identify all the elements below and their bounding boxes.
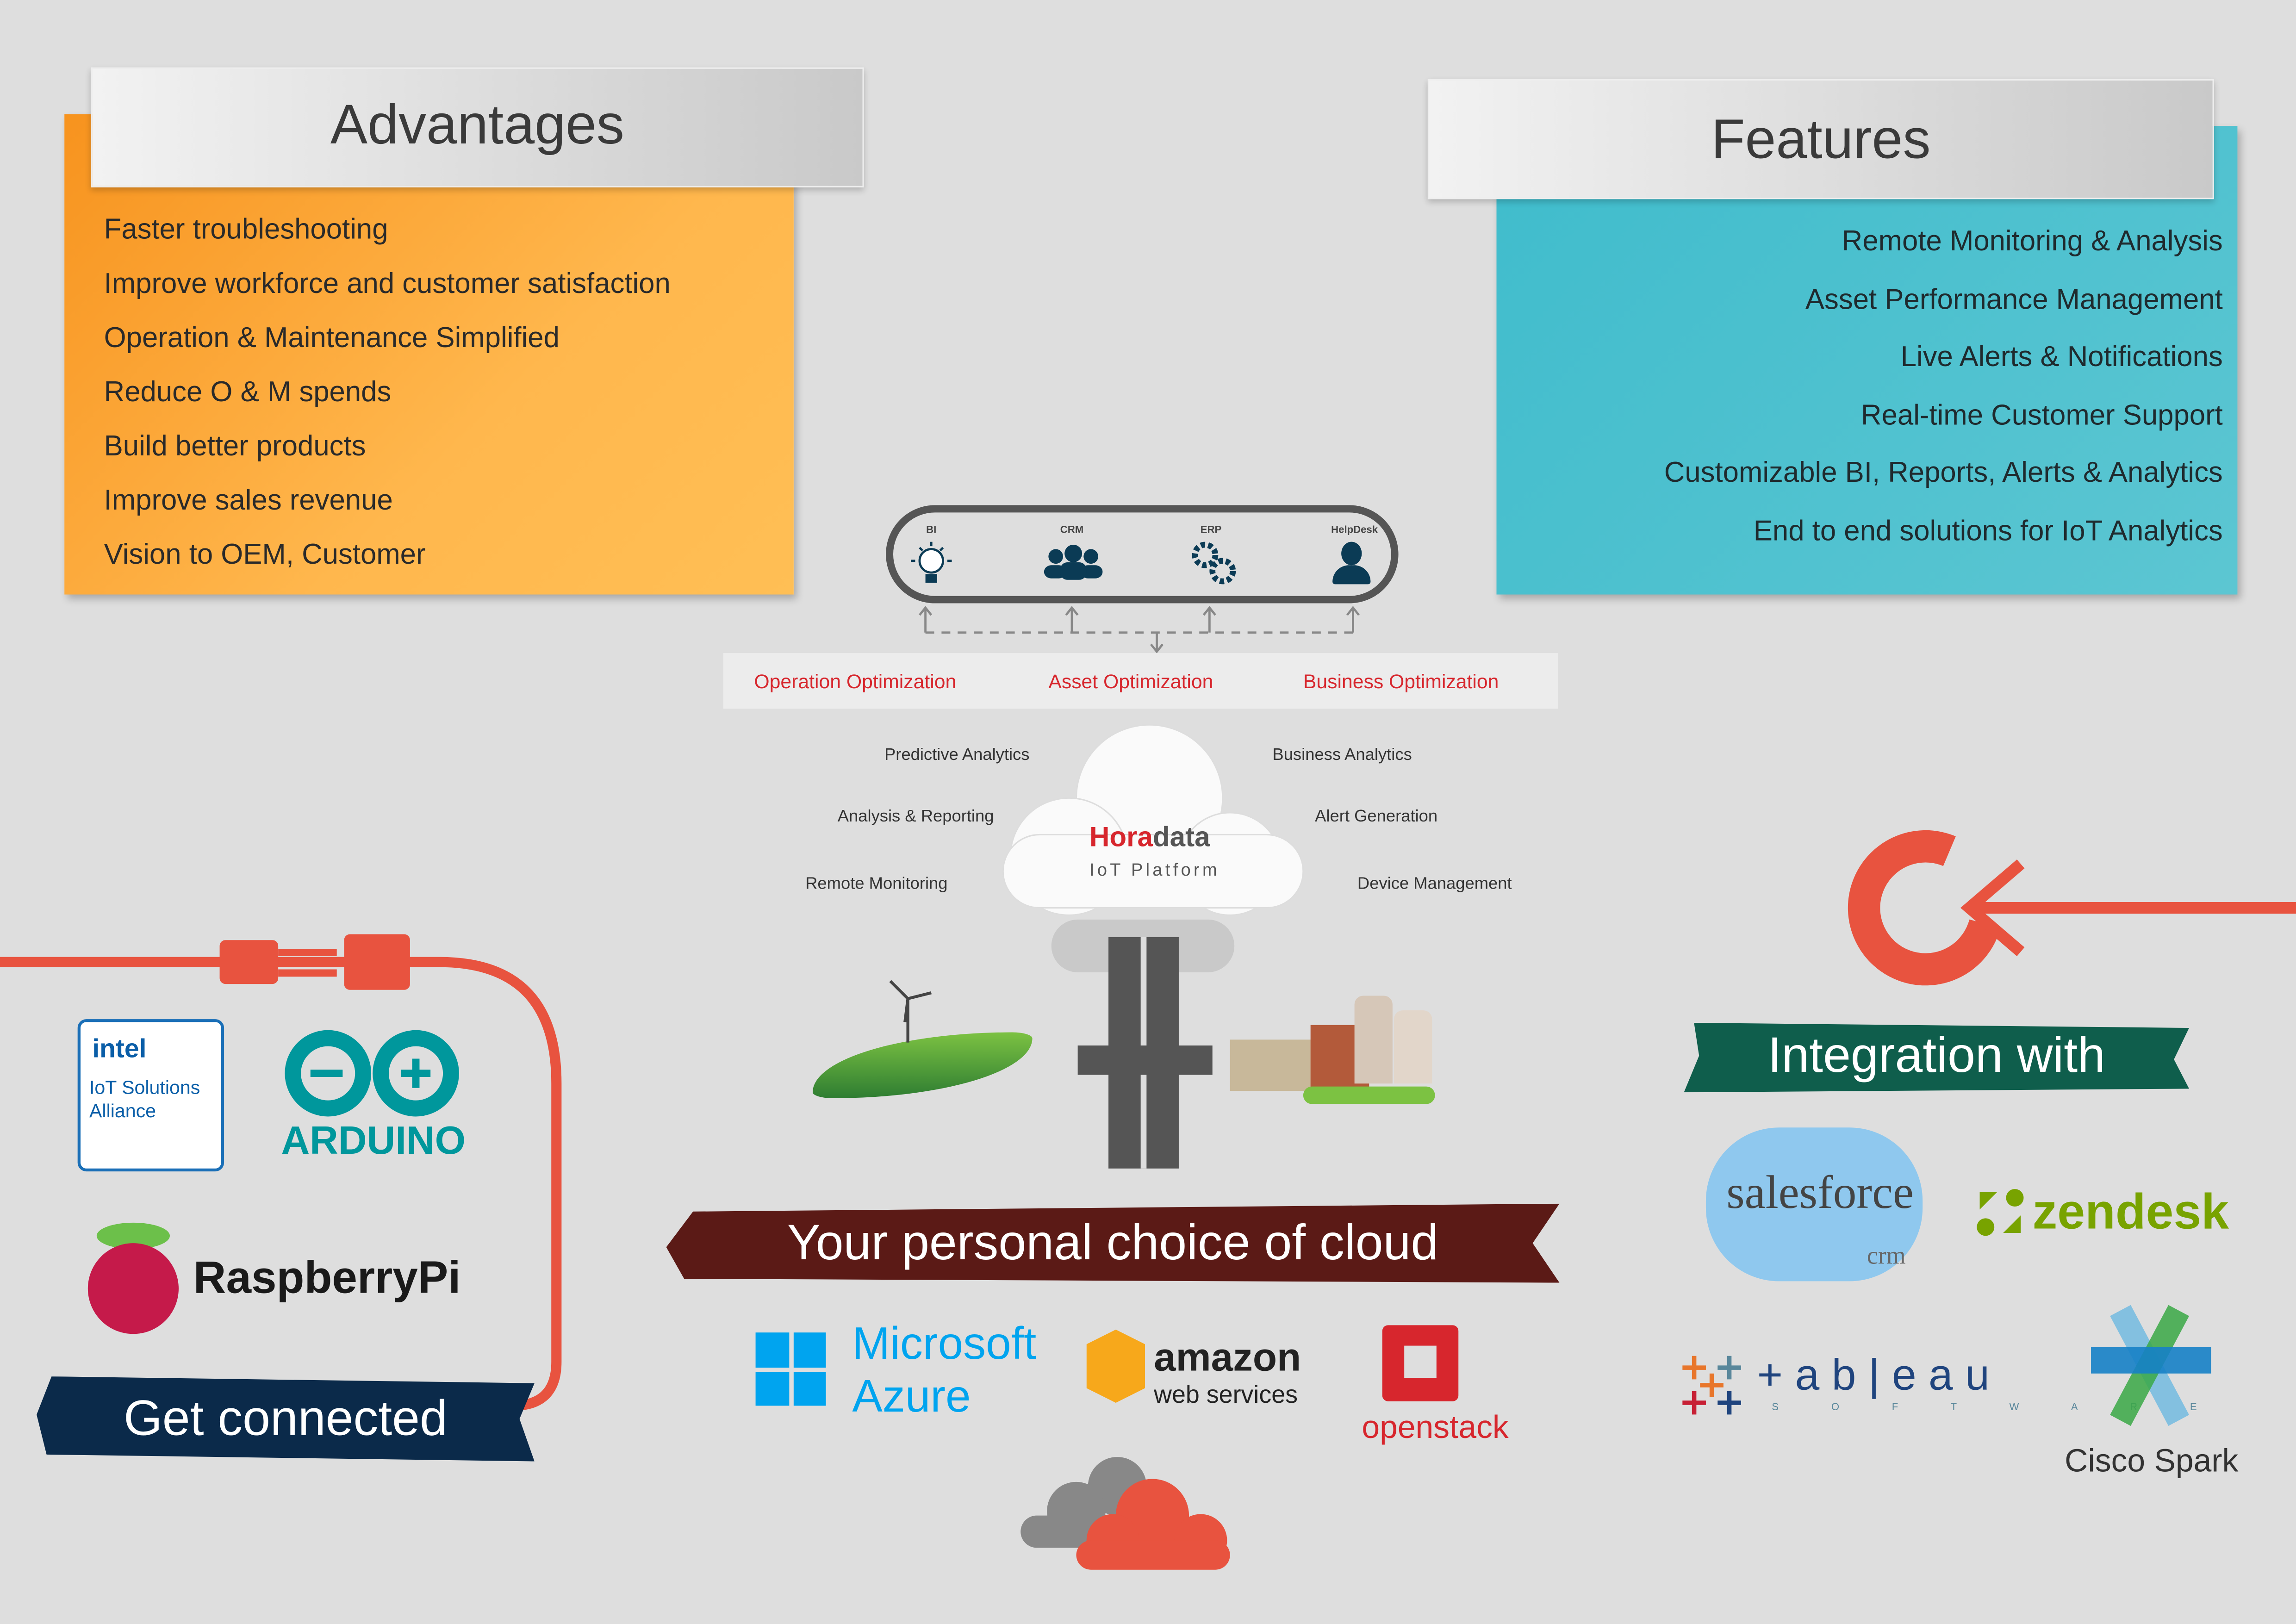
advantage-item: Vision to OEM, Customer (104, 539, 426, 571)
headset-agent-icon (1332, 541, 1371, 586)
system-label-crm: CRM (1060, 525, 1084, 536)
intel-iot-logo: intel IoT Solutions Alliance (77, 1019, 224, 1172)
cisco-spark-icon (2091, 1303, 2211, 1428)
feature-item: Customizable BI, Reports, Alerts & Analy… (1664, 457, 2223, 490)
feature-item: Remote Monitoring & Analysis (1842, 225, 2223, 258)
business-optimization-label: Business Optimization (1303, 671, 1499, 693)
systems-pill (886, 505, 1399, 604)
get-connected-banner: Get connected (37, 1376, 535, 1462)
plug-cable-icon (0, 934, 562, 1411)
system-label-erp: ERP (1200, 525, 1222, 536)
cloud-choice-banner: Your personal choice of cloud (666, 1203, 1560, 1283)
zendesk-icon (1977, 1189, 2024, 1236)
aws-logo: amazon web services (1154, 1335, 1301, 1409)
platform-subtitle: IoT Platform (1089, 859, 1220, 880)
advantage-item: Build better products (104, 430, 366, 463)
feature-item: Live Alerts & Notifications (1900, 341, 2223, 374)
capability-label: Analysis & Reporting (837, 808, 994, 826)
integration-gear-icon (1848, 830, 2296, 986)
horadata-logo: Horadata (1089, 823, 1210, 854)
lightbulb-brain-icon (910, 541, 952, 583)
connector-lines (919, 606, 1360, 653)
raspberrypi-logo: RaspberryPi (193, 1252, 461, 1303)
advantages-panel: Faster troubleshooting Improve workforce… (64, 114, 794, 595)
feature-item: End to end solutions for IoT Analytics (1753, 515, 2223, 548)
openstack-logo: openstack (1362, 1408, 1509, 1445)
capability-label: Alert Generation (1315, 808, 1438, 826)
integration-banner: Integration with (1684, 1022, 2190, 1093)
tableau-plus-icon (1682, 1356, 1741, 1415)
capability-label: Remote Monitoring (805, 876, 948, 893)
capability-label: Predictive Analytics (884, 747, 1030, 765)
aws-cubes-icon (1086, 1329, 1145, 1403)
cisco-spark-label: Cisco Spark (2065, 1442, 2239, 1479)
operation-optimization-label: Operation Optimization (754, 671, 957, 693)
capability-label: Device Management (1357, 876, 1512, 893)
feature-item: Real-time Customer Support (1861, 399, 2223, 432)
advantage-item: Improve workforce and customer satisfact… (104, 268, 671, 300)
advantage-item: Faster troubleshooting (104, 213, 388, 246)
asset-optimization-label: Asset Optimization (1048, 671, 1213, 693)
wind-turbine-icon (889, 980, 932, 1043)
advantage-item: Reduce O & M spends (104, 376, 392, 409)
features-title: Features (1427, 79, 2214, 199)
raspberry-icon (85, 1222, 182, 1337)
team-icon (1044, 544, 1103, 580)
factory-icon (1230, 996, 1435, 1113)
optimization-strip (723, 653, 1558, 709)
advantages-title: Advantages (91, 67, 864, 187)
arduino-infinity-icon (285, 1030, 459, 1117)
advantage-item: Improve sales revenue (104, 485, 393, 517)
gears-icon (1192, 541, 1236, 585)
system-label-bi: BI (926, 525, 937, 536)
tableau-logo: + a b | e a u S O F T W A R E (1757, 1351, 2222, 1413)
clouds-icon (1020, 1457, 1230, 1570)
zendesk-logo: zendesk (2032, 1184, 2229, 1240)
feature-item: Asset Performance Management (1805, 283, 2223, 316)
openstack-icon (1382, 1325, 1459, 1401)
windows-logo-icon (755, 1332, 826, 1406)
features-panel: Remote Monitoring & Analysis Asset Perfo… (1496, 126, 2238, 595)
arduino-logo: ARDUINO (281, 1119, 466, 1163)
salesforce-logo: salesforce crm (1705, 1127, 1923, 1282)
capability-label: Business Analytics (1272, 747, 1412, 765)
system-label-helpdesk: HelpDesk (1331, 525, 1378, 536)
advantage-item: Operation & Maintenance Simplified (104, 322, 560, 355)
